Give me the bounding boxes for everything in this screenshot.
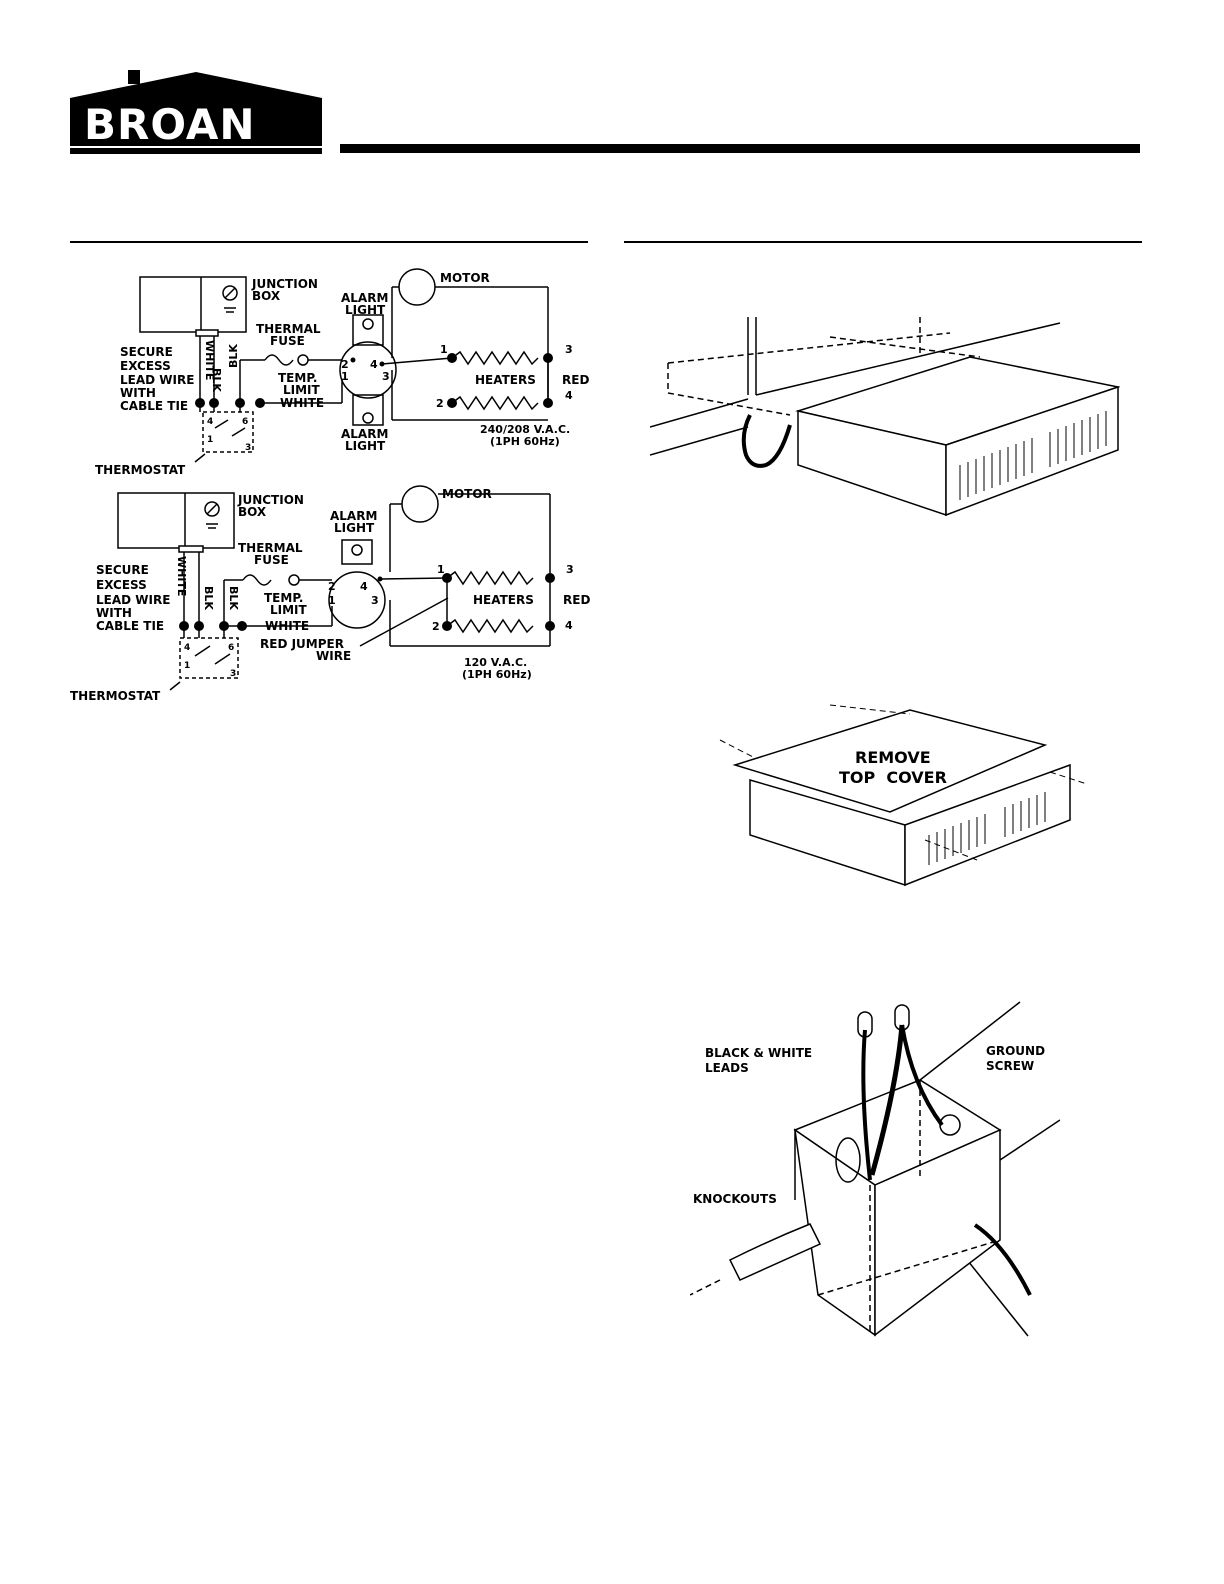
svg-text:1: 1 bbox=[440, 343, 448, 356]
svg-text:JUNCTION: JUNCTION bbox=[251, 277, 318, 291]
svg-text:BOX: BOX bbox=[252, 289, 281, 303]
svg-text:HEATERS: HEATERS bbox=[475, 373, 536, 387]
svg-text:MOTOR: MOTOR bbox=[442, 487, 492, 501]
svg-text:WHITE: WHITE bbox=[175, 556, 188, 596]
right-section-rule bbox=[624, 241, 1142, 243]
svg-text:RED: RED bbox=[562, 373, 589, 387]
svg-text:CABLE TIE: CABLE TIE bbox=[120, 399, 188, 413]
junction-box-figure: BLACK & WHITE LEADS GROUND SCREW KNOCKOU… bbox=[690, 1000, 1060, 1340]
svg-text:THERMOSTAT: THERMOSTAT bbox=[70, 689, 161, 703]
svg-text:JUNCTION: JUNCTION bbox=[237, 493, 304, 507]
svg-text:LIMIT: LIMIT bbox=[283, 383, 321, 397]
svg-text:WIRE: WIRE bbox=[316, 649, 351, 663]
svg-text:THERMOSTAT: THERMOSTAT bbox=[95, 463, 186, 477]
left-section-rule bbox=[70, 241, 588, 243]
svg-text:WITH: WITH bbox=[96, 606, 132, 620]
svg-text:EXCESS: EXCESS bbox=[120, 359, 171, 373]
svg-text:LEAD WIRE: LEAD WIRE bbox=[120, 373, 194, 387]
remove-label: REMOVE bbox=[855, 748, 931, 767]
svg-text:6: 6 bbox=[228, 643, 234, 653]
logo-wordmark: BROAN bbox=[84, 100, 256, 149]
svg-text:4: 4 bbox=[565, 619, 573, 632]
wiring-diagram-240v: JUNCTION BOX MOTOR ALARM LIGHT THERMAL F… bbox=[95, 268, 589, 477]
svg-text:BOX: BOX bbox=[238, 505, 267, 519]
svg-text:BLK: BLK bbox=[227, 344, 240, 368]
svg-text:3: 3 bbox=[245, 443, 251, 453]
svg-text:FUSE: FUSE bbox=[270, 334, 305, 348]
svg-text:FUSE: FUSE bbox=[254, 553, 289, 567]
svg-text:THERMAL: THERMAL bbox=[256, 322, 321, 336]
svg-text:2: 2 bbox=[341, 358, 349, 371]
svg-text:BLK: BLK bbox=[202, 586, 215, 610]
svg-text:2: 2 bbox=[328, 580, 336, 593]
svg-text:1: 1 bbox=[437, 563, 445, 576]
svg-text:3: 3 bbox=[566, 563, 574, 576]
svg-text:WITH: WITH bbox=[120, 386, 156, 400]
svg-text:ALARM: ALARM bbox=[341, 427, 388, 441]
svg-text:6: 6 bbox=[242, 417, 248, 427]
svg-text:3: 3 bbox=[382, 370, 390, 383]
broan-logo: BROAN bbox=[70, 70, 322, 156]
svg-text:SECURE: SECURE bbox=[96, 563, 149, 577]
svg-text:1: 1 bbox=[184, 661, 190, 671]
svg-text:WHITE: WHITE bbox=[265, 619, 309, 633]
svg-text:HEATERS: HEATERS bbox=[473, 593, 534, 607]
svg-text:4: 4 bbox=[360, 580, 368, 593]
svg-text:ALARM: ALARM bbox=[341, 291, 388, 305]
svg-text:RED JUMPER: RED JUMPER bbox=[260, 637, 344, 651]
svg-text:LIGHT: LIGHT bbox=[345, 303, 386, 317]
logo-roof-icon bbox=[70, 70, 322, 98]
ground-screw-label: GROUND SCREW bbox=[986, 1044, 1046, 1073]
svg-text:TEMP.: TEMP. bbox=[264, 591, 303, 605]
svg-text:SECURE: SECURE bbox=[120, 345, 173, 359]
svg-text:4: 4 bbox=[565, 389, 573, 402]
heater-installation-illustration bbox=[650, 317, 1120, 517]
svg-text:LIGHT: LIGHT bbox=[334, 521, 375, 535]
svg-text:LIMIT: LIMIT bbox=[270, 603, 308, 617]
remove-top-cover-figure: REMOVE TOP COVER bbox=[715, 700, 1095, 890]
svg-text:MOTOR: MOTOR bbox=[440, 271, 490, 285]
svg-text:120 V.A.C.: 120 V.A.C. bbox=[464, 656, 527, 669]
svg-text:TEMP.: TEMP. bbox=[278, 371, 317, 385]
svg-text:THERMAL: THERMAL bbox=[238, 541, 303, 555]
svg-text:LEAD WIRE: LEAD WIRE bbox=[96, 593, 170, 607]
svg-text:BLK: BLK bbox=[210, 368, 223, 392]
heater-cover-illustration bbox=[719, 704, 1088, 887]
svg-text:1: 1 bbox=[341, 370, 349, 383]
svg-text:BLK: BLK bbox=[227, 586, 240, 610]
svg-text:LIGHT: LIGHT bbox=[345, 439, 386, 453]
svg-text:1: 1 bbox=[328, 594, 336, 607]
svg-text:3: 3 bbox=[565, 343, 573, 356]
svg-text:4: 4 bbox=[207, 417, 213, 427]
svg-text:WHITE: WHITE bbox=[280, 396, 324, 410]
svg-text:1: 1 bbox=[207, 435, 213, 445]
header-rule bbox=[340, 144, 1140, 153]
svg-text:2: 2 bbox=[436, 397, 444, 410]
top-cover-label: TOP COVER bbox=[839, 768, 947, 787]
knockouts-label: KNOCKOUTS bbox=[693, 1192, 777, 1206]
svg-text:(1PH 60Hz): (1PH 60Hz) bbox=[490, 435, 560, 448]
svg-text:CABLE TIE: CABLE TIE bbox=[96, 619, 164, 633]
svg-text:2: 2 bbox=[432, 620, 440, 633]
svg-text:4: 4 bbox=[370, 358, 378, 371]
svg-text:(1PH 60Hz): (1PH 60Hz) bbox=[462, 668, 532, 681]
svg-text:3: 3 bbox=[230, 669, 236, 679]
svg-text:4: 4 bbox=[184, 643, 190, 653]
svg-text:RED: RED bbox=[563, 593, 590, 607]
junction-box-illustration bbox=[690, 1001, 1060, 1337]
leads-label: BLACK & WHITE LEADS bbox=[705, 1046, 813, 1075]
svg-text:EXCESS: EXCESS bbox=[96, 578, 147, 592]
svg-text:WHITE: WHITE bbox=[203, 340, 216, 380]
svg-text:240/208 V.A.C.: 240/208 V.A.C. bbox=[480, 423, 570, 436]
svg-text:3: 3 bbox=[371, 594, 379, 607]
wiring-diagram-120v: JUNCTION BOX MOTOR ALARM LIGHT THERMAL F… bbox=[70, 485, 590, 703]
svg-text:ALARM: ALARM bbox=[330, 509, 377, 523]
